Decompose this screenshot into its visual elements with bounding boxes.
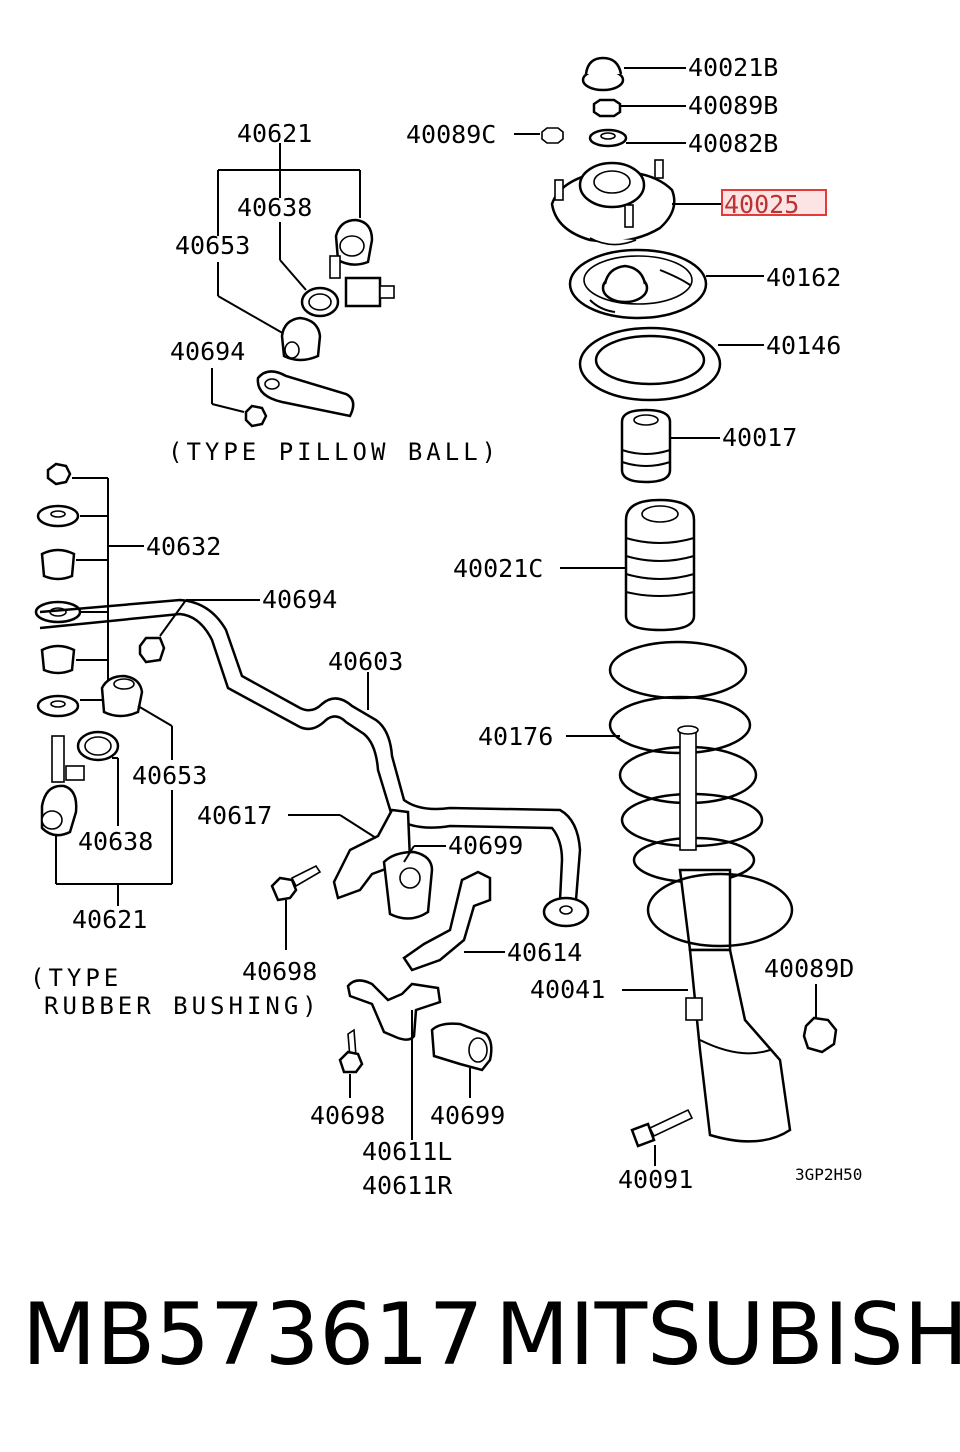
callout-40089D: 40089D bbox=[764, 954, 854, 983]
spring-insulator-part bbox=[578, 326, 722, 402]
strut-body-part bbox=[646, 868, 794, 1143]
stabilizer-bushing-lower-part bbox=[430, 1022, 493, 1072]
coil-spring-part bbox=[608, 640, 764, 884]
strut-bolt-part bbox=[630, 1108, 694, 1148]
callout-40162: 40162 bbox=[766, 263, 841, 292]
callout-40621-bot: 40621 bbox=[72, 905, 147, 934]
rubber-ring-part bbox=[76, 730, 120, 762]
callout-40694-top: 40694 bbox=[170, 337, 245, 366]
callout-40603: 40603 bbox=[328, 647, 403, 676]
note-pillow-ball: (TYPE PILLOW BALL) bbox=[168, 438, 500, 466]
callout-40089B: 40089B bbox=[688, 91, 778, 120]
drawing-code: 3GP2H50 bbox=[795, 1165, 862, 1184]
strut-washer-part bbox=[588, 128, 628, 148]
note-rubber-bushing-1: (TYPE bbox=[30, 964, 122, 992]
callout-40632: 40632 bbox=[146, 532, 221, 561]
bracket-bolt-upper-part bbox=[270, 864, 322, 902]
bracket-bolt-lower-part bbox=[338, 1028, 364, 1074]
callout-40025: 40025 bbox=[724, 190, 799, 219]
strut-cap-part bbox=[581, 56, 625, 92]
callout-40698-bot: 40698 bbox=[310, 1101, 385, 1130]
strut-mount-part bbox=[550, 159, 676, 246]
bracket-lower-part bbox=[402, 870, 492, 972]
highlight-box bbox=[721, 189, 827, 216]
footer: MB573617 MITSUBISHI bbox=[0, 1280, 960, 1400]
pillow-ring-part bbox=[300, 286, 340, 318]
strut-lower-nut-part bbox=[802, 1016, 838, 1054]
bump-stop-part bbox=[620, 408, 672, 484]
rubber-stack-parts bbox=[34, 462, 82, 718]
callout-40082B: 40082B bbox=[688, 129, 778, 158]
callout-40653-top: 40653 bbox=[175, 231, 250, 260]
note-rubber-bushing-2: RUBBER BUSHING) bbox=[44, 992, 321, 1020]
callout-40021C: 40021C bbox=[453, 554, 543, 583]
callout-40699-bot: 40699 bbox=[430, 1101, 505, 1130]
callout-40621-top: 40621 bbox=[237, 119, 312, 148]
strut-nut-part bbox=[592, 98, 622, 118]
callout-40089C: 40089C bbox=[406, 120, 496, 149]
stabilizer-bushing-upper-part bbox=[382, 850, 434, 920]
callout-40017: 40017 bbox=[722, 423, 797, 452]
callout-40694-mid: 40694 bbox=[262, 585, 337, 614]
callout-40146: 40146 bbox=[766, 331, 841, 360]
callout-40021B: 40021B bbox=[688, 53, 778, 82]
pillow-bushing-part bbox=[280, 316, 322, 362]
pillow-nut-part bbox=[244, 404, 268, 428]
mount-nut-part bbox=[541, 127, 564, 144]
callout-40176: 40176 bbox=[478, 722, 553, 751]
callout-40698-top: 40698 bbox=[242, 957, 317, 986]
parts-diagram: 40021B 40089B 40089C 40082B 40025 401 bbox=[30, 53, 862, 1200]
spring-seat-part bbox=[568, 248, 708, 320]
callout-40617: 40617 bbox=[197, 801, 272, 830]
callout-40611R: 40611R bbox=[362, 1171, 453, 1200]
callout-40638-bot: 40638 bbox=[78, 827, 153, 856]
pillow-arm-part bbox=[256, 370, 355, 418]
callout-40699-top: 40699 bbox=[448, 831, 523, 860]
stabilizer-bracket-part bbox=[346, 979, 442, 1041]
brand-name: MITSUBISHI bbox=[495, 1285, 960, 1385]
callout-40638-top: 40638 bbox=[237, 193, 312, 222]
pillow-ball-link-part bbox=[329, 218, 395, 308]
callout-40614: 40614 bbox=[507, 938, 582, 967]
rubber-link-rod-part bbox=[40, 735, 85, 837]
callout-40041: 40041 bbox=[530, 975, 605, 1004]
rubber-bushing-part bbox=[100, 674, 144, 718]
stabilizer-bar-part bbox=[39, 598, 590, 928]
part-number: MB573617 bbox=[22, 1285, 484, 1385]
stabilizer-link-bushing-part bbox=[138, 636, 166, 664]
callout-40091: 40091 bbox=[618, 1165, 693, 1194]
dust-boot-part bbox=[624, 498, 696, 632]
callout-40653-bot: 40653 bbox=[132, 761, 207, 790]
callout-40611L: 40611L bbox=[362, 1137, 452, 1166]
